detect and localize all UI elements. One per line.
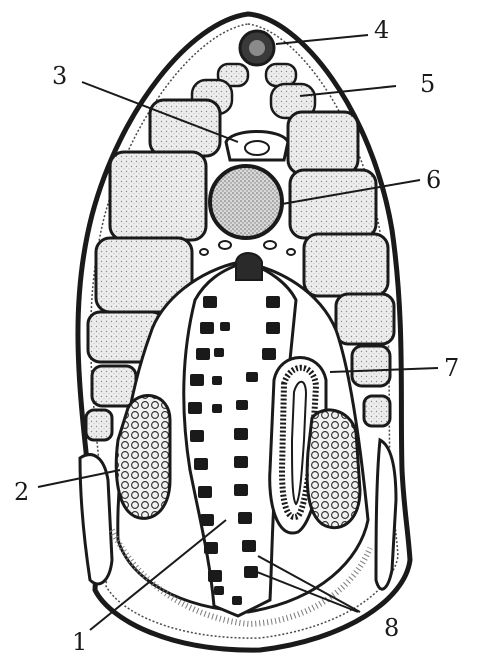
label-2: 2: [14, 478, 29, 506]
label-4: 4: [374, 16, 389, 44]
label-7: 7: [444, 354, 459, 382]
label-6: 6: [426, 166, 441, 194]
label-5: 5: [420, 70, 435, 98]
label-8: 8: [384, 614, 399, 642]
nerve-cord: [226, 132, 288, 161]
label-1: 1: [72, 628, 87, 656]
endostyle: [236, 253, 262, 280]
label-3: 3: [52, 62, 67, 90]
neural-tube: [240, 31, 274, 65]
notochord: [210, 166, 282, 238]
